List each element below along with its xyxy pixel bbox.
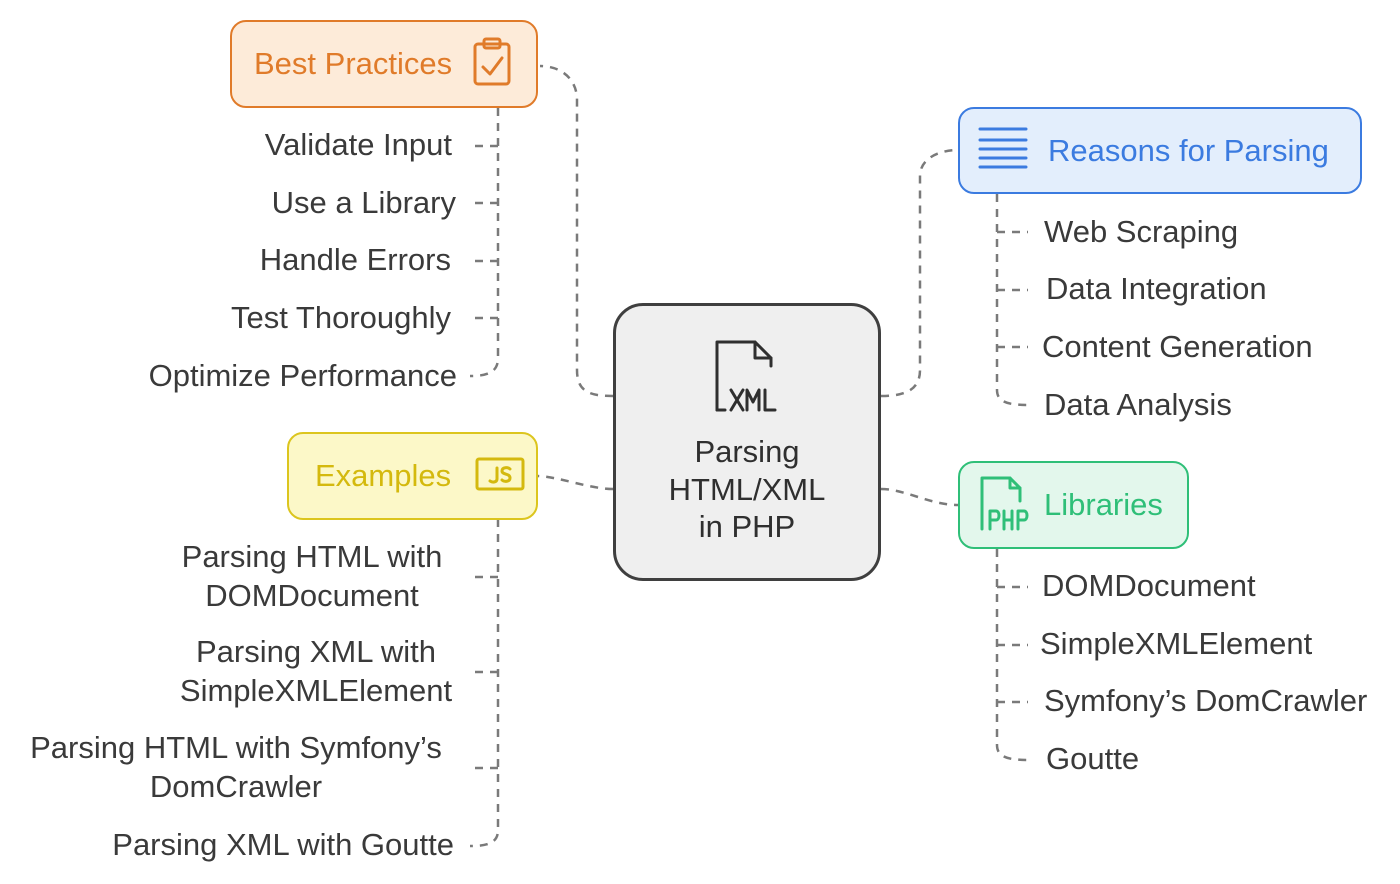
examples-item: Parsing HTML with Symfony’s DomCrawler bbox=[30, 730, 442, 804]
reasons-item: Data Analysis bbox=[1044, 387, 1232, 422]
best-practices-item: Validate Input bbox=[264, 127, 452, 162]
best-practices-item: Use a Library bbox=[271, 185, 456, 220]
center-node: Parsing HTML/XML in PHP bbox=[613, 303, 881, 581]
examples-node: Examples bbox=[287, 432, 538, 520]
connector-center-best-practices bbox=[539, 64, 614, 398]
best-practices-title: Best Practices bbox=[254, 46, 453, 81]
php-file-icon bbox=[976, 475, 1030, 536]
connector-libraries-spine bbox=[995, 549, 1029, 762]
libraries-item: Goutte bbox=[1046, 741, 1140, 776]
connector-best-practices-spine bbox=[469, 108, 500, 378]
xml-file-icon bbox=[707, 338, 787, 423]
reasons-item: Data Integration bbox=[1046, 271, 1267, 306]
reasons-item: Content Generation bbox=[1042, 329, 1313, 364]
best-practices-item: Optimize Performance bbox=[148, 358, 457, 393]
text-lines-icon bbox=[978, 126, 1028, 175]
best-practices-item: Handle Errors bbox=[259, 242, 451, 277]
js-icon bbox=[475, 457, 525, 496]
connector-center-reasons bbox=[880, 148, 959, 398]
examples-item: Parsing HTML with DOMDocument bbox=[181, 539, 443, 613]
best-practices-node: Best Practices bbox=[230, 20, 538, 108]
examples-title: Examples bbox=[315, 458, 452, 493]
connector-center-examples bbox=[537, 474, 614, 491]
libraries-title: Libraries bbox=[1044, 487, 1163, 522]
reasons-item: Web Scraping bbox=[1044, 214, 1239, 249]
best-practices-item: Test Thoroughly bbox=[231, 300, 451, 335]
libraries-item: DOMDocument bbox=[1042, 568, 1256, 603]
examples-item: Parsing XML with Goutte bbox=[112, 827, 454, 862]
connector-reasons-spine bbox=[995, 194, 1029, 407]
reasons-node: Reasons for Parsing bbox=[958, 107, 1362, 194]
libraries-item: Symfony’s DomCrawler bbox=[1044, 683, 1368, 718]
connector-examples-spine bbox=[469, 519, 500, 848]
libraries-item: SimpleXMLElement bbox=[1040, 626, 1313, 661]
examples-item: Parsing XML with SimpleXMLElement bbox=[179, 634, 453, 708]
clipboard-check-icon bbox=[472, 37, 512, 92]
libraries-node: Libraries bbox=[958, 461, 1189, 549]
center-label: Parsing HTML/XML in PHP bbox=[668, 433, 826, 545]
reasons-title: Reasons for Parsing bbox=[1048, 132, 1329, 168]
connector-center-libraries bbox=[880, 487, 959, 507]
